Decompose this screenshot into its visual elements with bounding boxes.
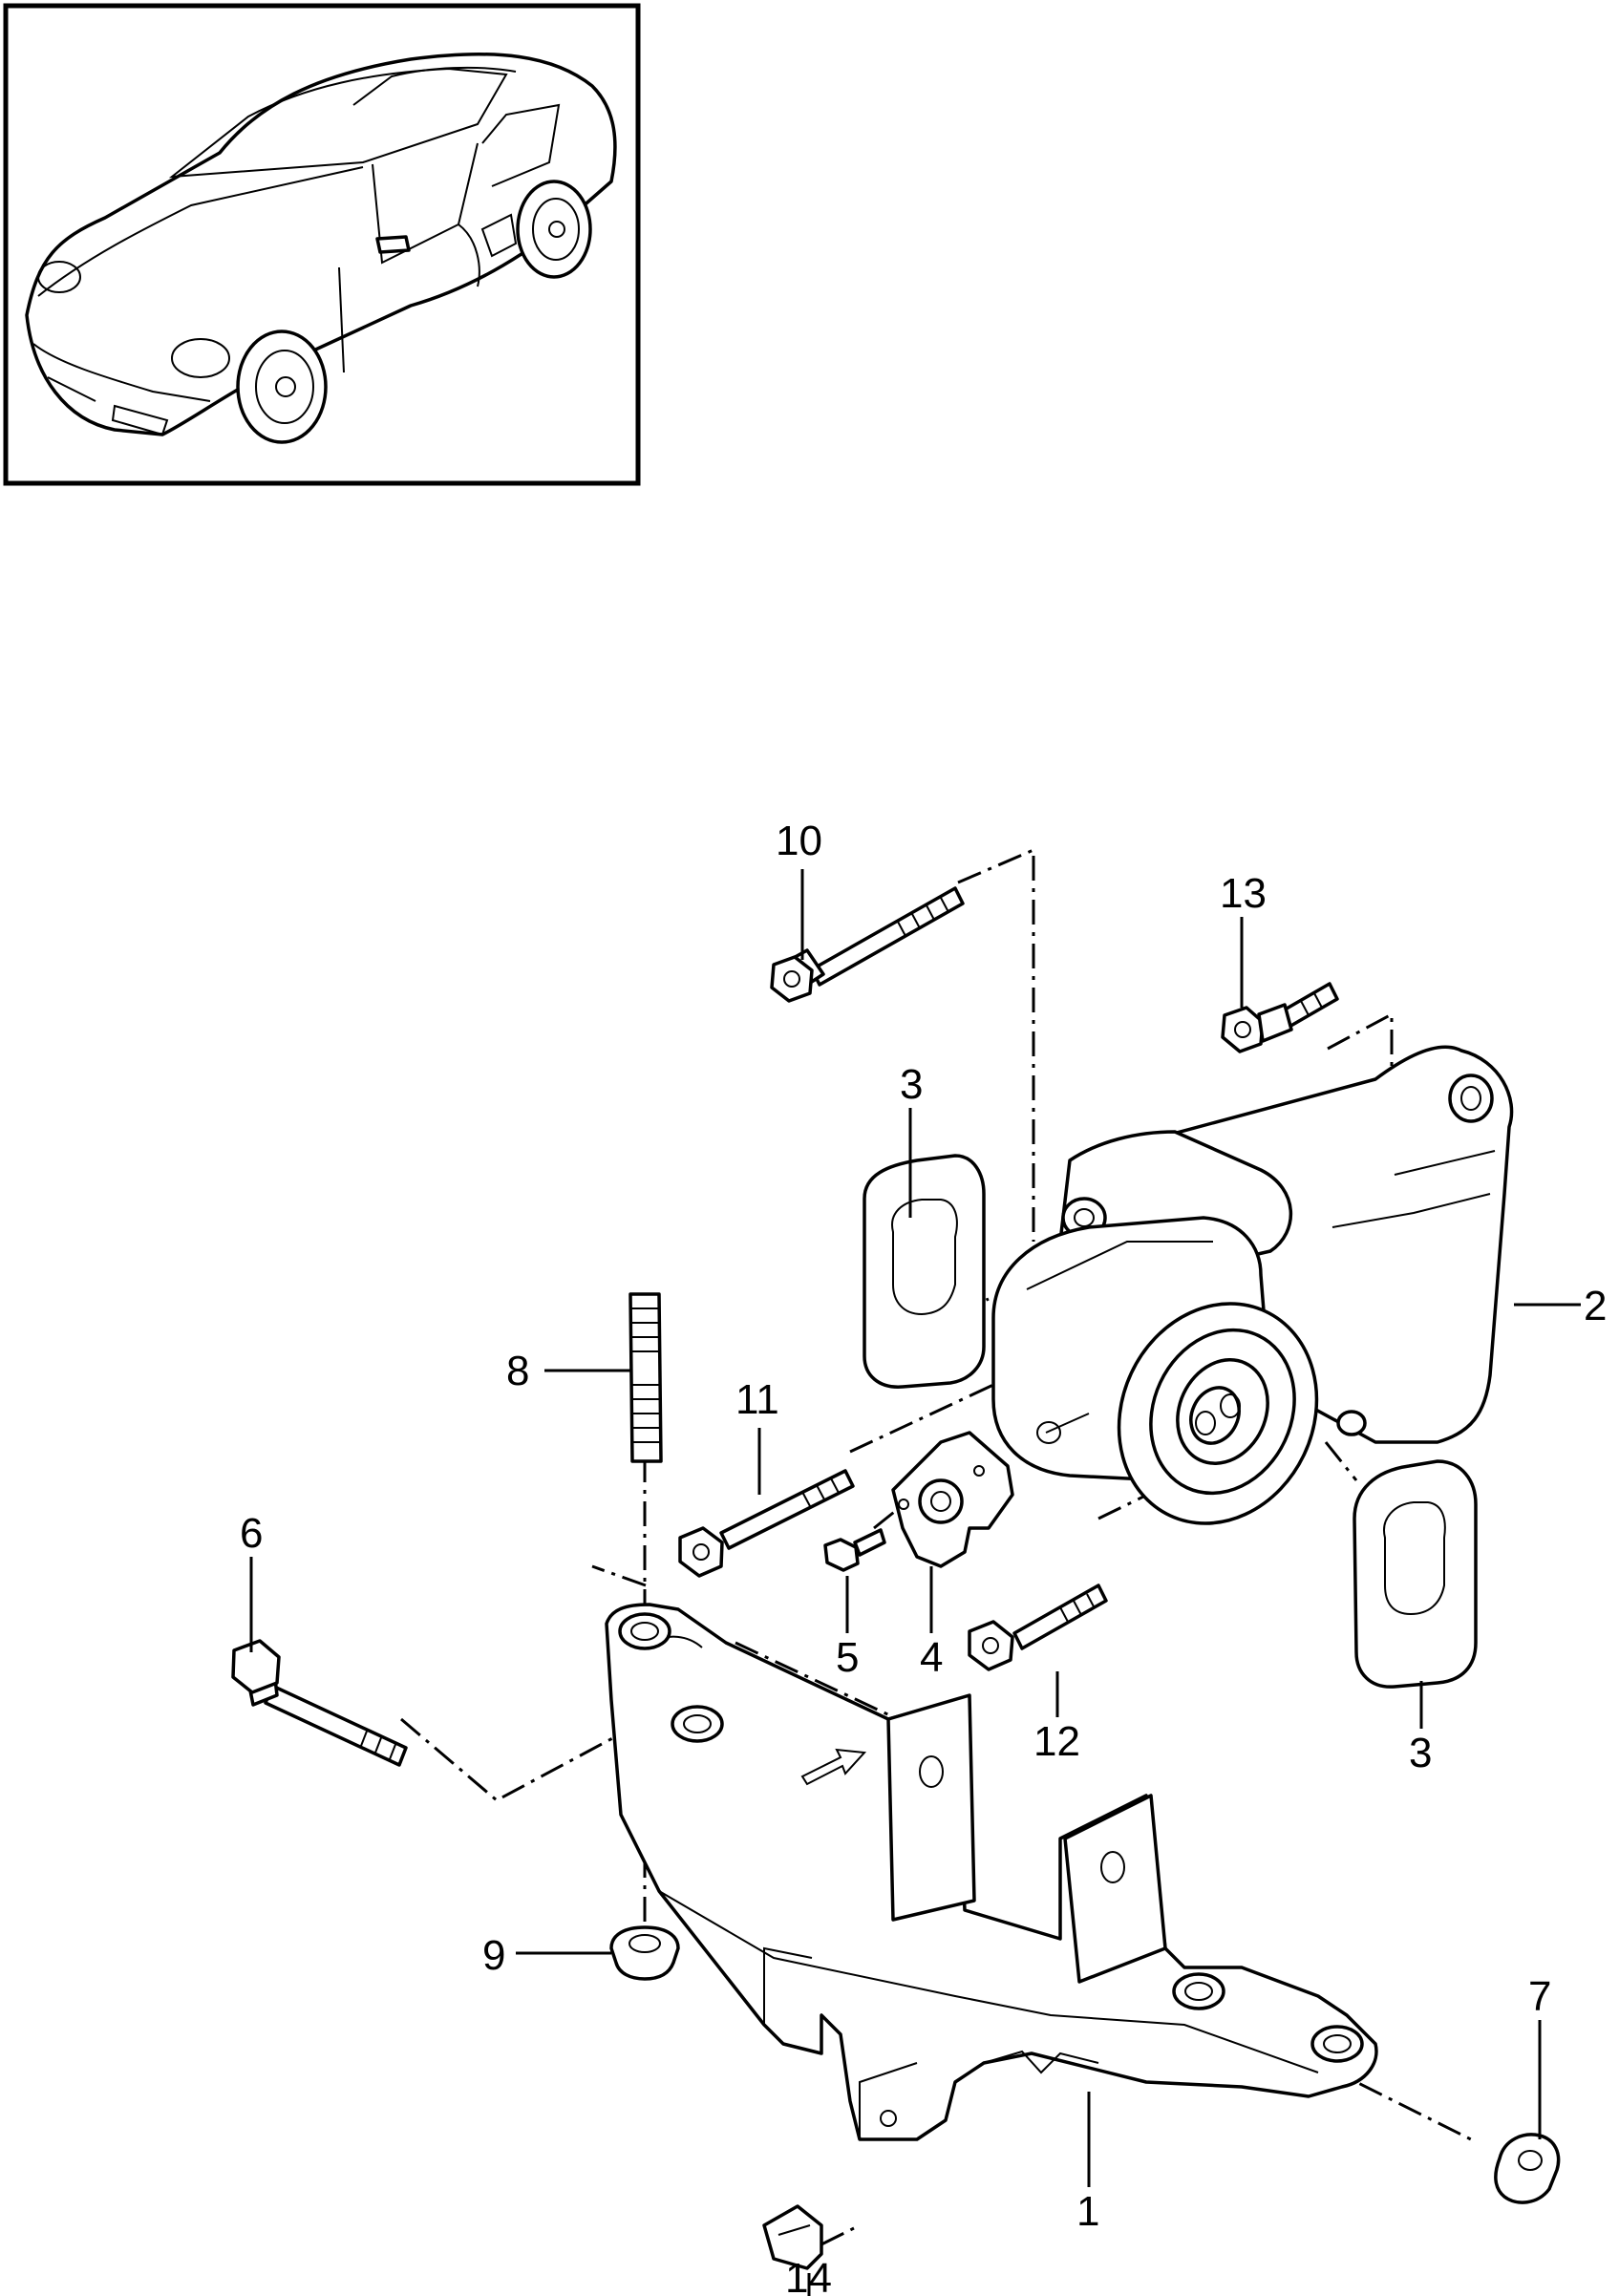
bolt-part-13 xyxy=(1221,982,1339,1053)
shim-plate-part-3-lower xyxy=(1353,1459,1478,1689)
damper-part-4 xyxy=(891,1431,1014,1568)
callout-7: 7 xyxy=(1528,1973,1551,2020)
callout-11: 11 xyxy=(735,1376,779,1423)
callout-3-upper: 3 xyxy=(900,1061,923,1108)
vehicle-thumbnail xyxy=(3,3,641,486)
callout-13: 13 xyxy=(1220,870,1267,917)
callout-10: 10 xyxy=(776,818,822,864)
callout-4: 4 xyxy=(920,1634,943,1681)
screw-part-5 xyxy=(823,1528,886,1572)
callout-labels: 10 13 3 2 8 11 6 5 4 12 3 9 7 1 14 xyxy=(240,818,1607,2296)
stud-part-8 xyxy=(628,1292,663,1463)
nut-part-7 xyxy=(1494,2133,1561,2204)
callout-3-lower: 3 xyxy=(1409,1730,1432,1776)
callout-1: 1 xyxy=(1076,2188,1099,2235)
nut-part-9 xyxy=(609,1925,680,1981)
callout-8: 8 xyxy=(506,1348,529,1394)
engine-mount-part-2 xyxy=(991,1045,1514,1525)
callout-2: 2 xyxy=(1584,1283,1607,1329)
callout-14: 14 xyxy=(785,2255,832,2296)
clip-part-14 xyxy=(762,2204,823,2270)
carrier-part-1 xyxy=(605,1603,1378,2141)
callout-12: 12 xyxy=(1033,1718,1080,1765)
shim-plate-part-3-upper xyxy=(863,1154,986,1389)
bolt-part-12 xyxy=(968,1584,1108,1671)
callout-5: 5 xyxy=(836,1634,859,1681)
bolt-part-10 xyxy=(770,886,965,1003)
bolt-part-6 xyxy=(231,1639,408,1767)
leader-lines xyxy=(249,869,1581,2296)
callout-6: 6 xyxy=(240,1510,263,1557)
callout-9: 9 xyxy=(482,1932,505,1979)
car-illustration xyxy=(25,52,617,444)
bolt-part-11 xyxy=(678,1469,855,1578)
